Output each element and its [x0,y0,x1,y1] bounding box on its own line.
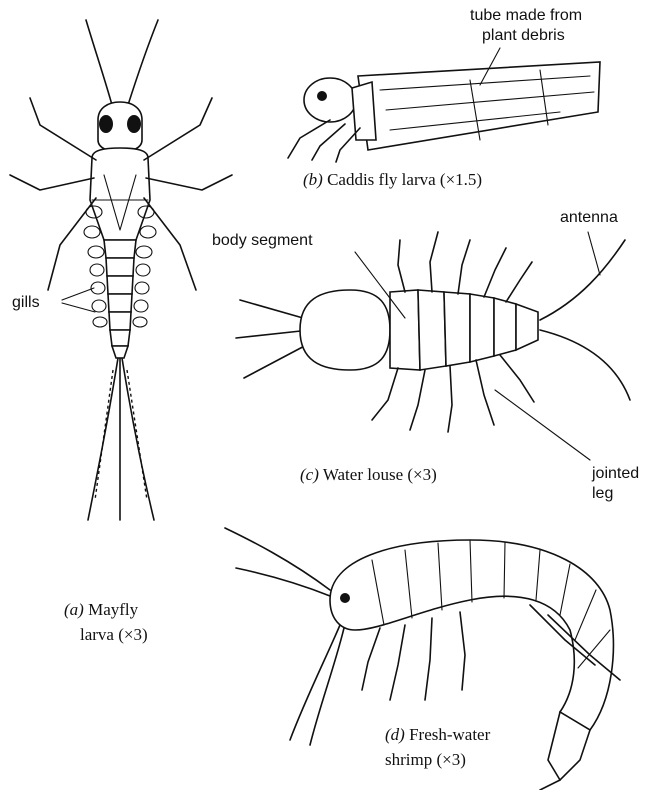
water-louse-drawing [236,232,630,432]
antenna-pointer [588,232,600,275]
mayfly-caption-line2: larva (×3) [80,625,148,644]
tube-label-line2: plant debris [482,27,565,44]
antenna-label: antenna [560,209,618,226]
caddis-caption: (b) Caddis fly larva (×1.5) [303,170,482,189]
water-louse-caption: (c) Water louse (×3) [300,465,437,484]
mayfly-larva-drawing [10,20,232,520]
gills-pointer-2 [62,303,95,312]
gills-label: gills [12,294,40,311]
mayfly-caption: (a) Mayfly [64,600,139,619]
gills-pointer-1 [62,288,94,300]
shrimp-caption-line2: shrimp (×3) [385,750,466,769]
body-segment-label: body segment [212,232,313,249]
tube-label-line1: tube made from [470,7,582,24]
jointed-leg-label-line1: jointed [591,465,639,482]
jointed-leg-pointer [495,390,590,460]
shrimp-caption: (d) Fresh-water [385,725,491,744]
caddis-fly-larva-drawing [288,62,600,162]
jointed-leg-label-line2: leg [592,485,613,502]
